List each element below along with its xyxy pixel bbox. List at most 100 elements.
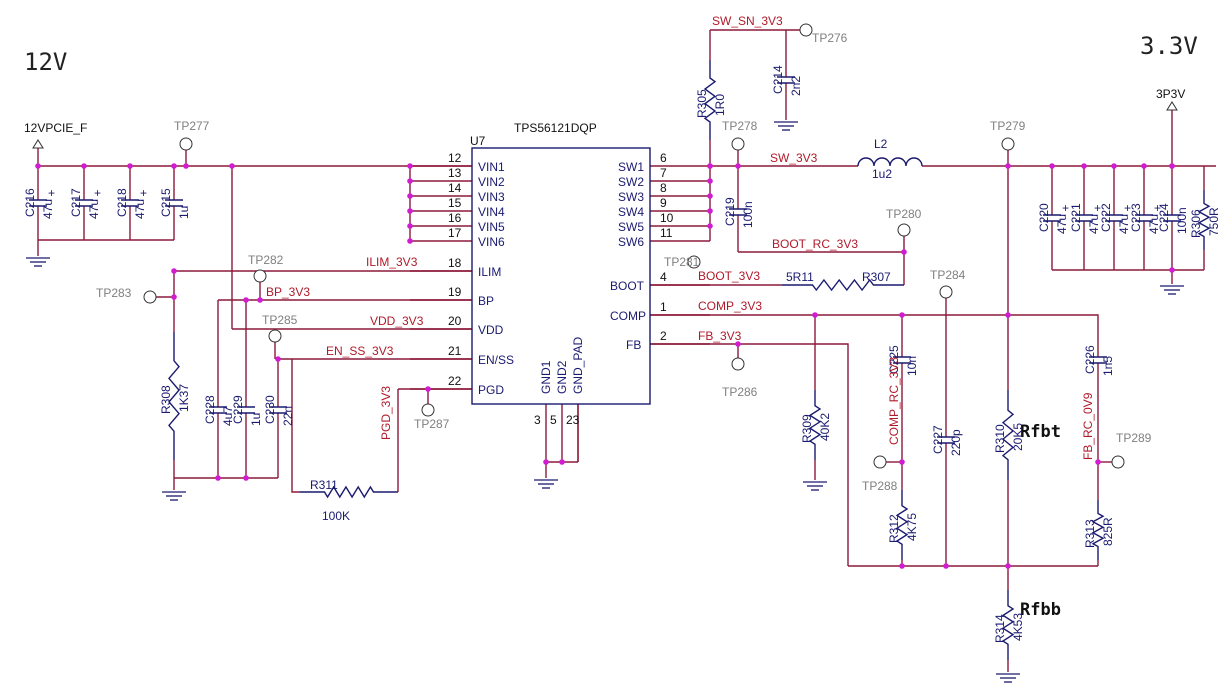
ref-C217: C217 bbox=[69, 188, 83, 217]
junction-dot bbox=[901, 249, 907, 255]
ref-C223: C223 bbox=[1129, 203, 1143, 232]
junction-dot bbox=[735, 163, 741, 169]
value-L2: 1u2 bbox=[872, 167, 892, 181]
value-C224: 100n bbox=[1175, 207, 1189, 234]
net-sw-sn: SW_SN_3V3 bbox=[712, 14, 783, 28]
testpoint-tp279 bbox=[1001, 137, 1015, 151]
pin-number: 20 bbox=[448, 314, 462, 328]
testpoint-label: TP289 bbox=[1116, 431, 1152, 445]
junction-dot bbox=[35, 163, 41, 169]
pin-name: VIN6 bbox=[478, 235, 505, 249]
polarity-mark: + bbox=[1154, 201, 1161, 215]
testpoint-tp287 bbox=[421, 403, 435, 417]
testpoint-label: TP284 bbox=[930, 268, 966, 282]
junction-dot bbox=[899, 563, 905, 569]
testpoint-label: TP287 bbox=[414, 417, 450, 431]
junction-dot bbox=[127, 163, 133, 169]
junction-dot bbox=[171, 163, 177, 169]
value-C221: 47u bbox=[1087, 214, 1101, 234]
power-out-label: 3P3V bbox=[1156, 87, 1185, 101]
resistor-R312 bbox=[895, 490, 909, 560]
ref-R308: R308 bbox=[159, 385, 173, 414]
components bbox=[26, 23, 1211, 683]
junction-dot bbox=[543, 459, 549, 465]
net-comp: COMP_3V3 bbox=[698, 299, 762, 313]
polarity-mark: + bbox=[140, 186, 147, 200]
junction-dot bbox=[707, 178, 713, 184]
ref-R305: R305 bbox=[695, 89, 709, 118]
testpoint-label: TP277 bbox=[174, 119, 210, 133]
pin-name: BOOT bbox=[610, 279, 645, 293]
pin-number: 9 bbox=[660, 196, 667, 210]
ref-R312: R312 bbox=[887, 514, 901, 543]
ref-L2: L2 bbox=[874, 137, 888, 151]
testpoint-label: TP278 bbox=[722, 119, 758, 133]
testpoint-label: TP286 bbox=[722, 385, 758, 399]
pin-number: 16 bbox=[448, 211, 462, 225]
junction-dot bbox=[1049, 163, 1055, 169]
ref-C230: C230 bbox=[263, 395, 277, 424]
pin-name: SW6 bbox=[618, 235, 644, 249]
pin-number: 15 bbox=[448, 196, 462, 210]
pin-number: 8 bbox=[660, 181, 667, 195]
ic-part-number: TPS56121DQP bbox=[514, 121, 597, 135]
pin-name: SW2 bbox=[618, 175, 644, 189]
pin-number: 17 bbox=[448, 226, 462, 240]
value-R311: 100K bbox=[322, 509, 350, 523]
pin-name: ILIM bbox=[478, 265, 501, 279]
junction-dot bbox=[257, 297, 263, 303]
polarity-mark: + bbox=[1062, 201, 1069, 215]
ref-C220: C220 bbox=[1037, 203, 1051, 232]
input-voltage-title: 12V bbox=[24, 48, 67, 76]
pin-number: 1 bbox=[660, 300, 667, 314]
junction-dot bbox=[1005, 163, 1011, 169]
junction-dot bbox=[1095, 459, 1101, 465]
polarity-mark: + bbox=[1094, 201, 1101, 215]
testpoint-label: TP288 bbox=[862, 479, 898, 493]
net-vdd: VDD_3V3 bbox=[370, 314, 424, 328]
junction-dot bbox=[1005, 563, 1011, 569]
value-C217: 47u bbox=[87, 199, 101, 219]
power-in-label: 12VPCIE_F bbox=[24, 121, 87, 135]
value-R313: 825R bbox=[1101, 517, 1115, 546]
junction-dot bbox=[1141, 163, 1147, 169]
testpoint-tp286 bbox=[731, 357, 745, 371]
ic-ref: U7 bbox=[470, 134, 486, 148]
ground-icon bbox=[534, 479, 558, 489]
pin-name: SW1 bbox=[618, 160, 644, 174]
pin-name: VDD bbox=[478, 323, 504, 337]
pin-name: FB bbox=[626, 338, 641, 352]
pin-number: 22 bbox=[448, 374, 462, 388]
testpoint-tp288 bbox=[873, 455, 887, 469]
value-R314: 4K53 bbox=[1011, 613, 1025, 641]
testpoint-label: TP276 bbox=[812, 31, 848, 45]
resistor-R309 bbox=[808, 390, 822, 460]
resistor-R307 bbox=[782, 278, 904, 292]
ref-C222: C222 bbox=[1099, 203, 1113, 232]
ref-C214: C214 bbox=[771, 65, 785, 94]
pin-number: 10 bbox=[660, 211, 674, 225]
ref-C218: C218 bbox=[115, 188, 129, 217]
pin-name: PGD bbox=[478, 383, 504, 397]
ref-C229: C229 bbox=[231, 395, 245, 424]
polarity-mark: + bbox=[1124, 201, 1131, 215]
junction-dot bbox=[407, 163, 413, 169]
rfbt-annotation: Rfbt bbox=[1020, 422, 1061, 442]
ref-C224: C224 bbox=[1157, 203, 1171, 232]
junction-dot bbox=[559, 459, 565, 465]
polarity-mark: + bbox=[48, 186, 55, 200]
ic-u7-body bbox=[471, 147, 651, 405]
ref-C221: C221 bbox=[1069, 203, 1083, 232]
wire bbox=[650, 343, 849, 566]
junction-dot bbox=[1005, 312, 1011, 318]
value-C230: 22n bbox=[281, 406, 295, 426]
testpoint-tp289 bbox=[1111, 455, 1125, 469]
pin-name: GND_PAD bbox=[571, 337, 585, 394]
junction-dot bbox=[81, 163, 87, 169]
wire bbox=[291, 359, 300, 493]
ground-icon bbox=[803, 481, 827, 491]
resistor-R305 bbox=[703, 60, 717, 140]
value-R310: 20K5 bbox=[1011, 423, 1025, 451]
pin-number: 13 bbox=[448, 166, 462, 180]
